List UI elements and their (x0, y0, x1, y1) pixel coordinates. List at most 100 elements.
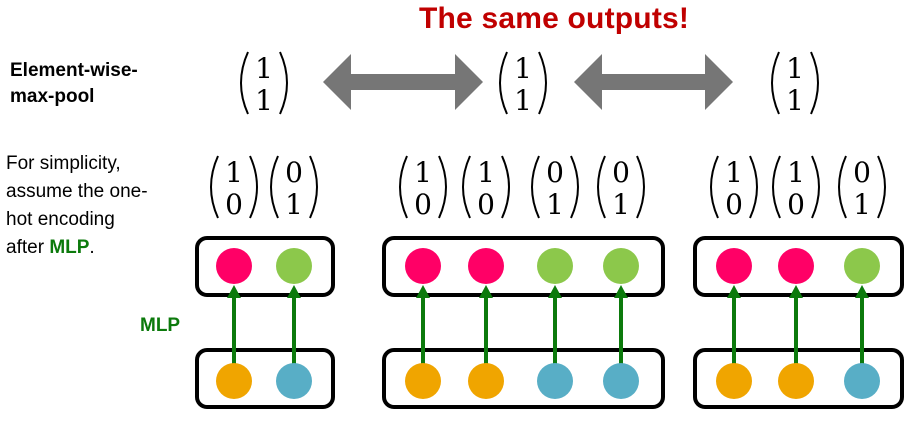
right-paren (636, 155, 645, 219)
one-hot-encoding-vector: 01 (597, 155, 645, 221)
input-node-orange (716, 363, 752, 399)
vector-top-entry: 0 (612, 156, 630, 189)
output-node-red (468, 248, 504, 284)
note-line-1: For simplicity, (6, 153, 121, 174)
vector-top-entry: 0 (546, 156, 564, 189)
input-node-blue (603, 363, 639, 399)
right-paren (877, 155, 886, 219)
vector-top-entry: 0 (853, 156, 871, 189)
left-paren (270, 155, 279, 219)
one-hot-encoding-vector: 01 (531, 155, 579, 221)
mlp-arrow-head-icon (287, 285, 301, 298)
left-paren (838, 155, 847, 219)
output-node-green (276, 248, 312, 284)
vector-bottom-entry: 0 (414, 188, 432, 221)
vector-bottom-entry: 1 (786, 84, 804, 117)
one-hot-encoding-vector: 01 (838, 155, 886, 221)
mlp-arrow-head-icon (727, 285, 741, 298)
output-node-red (716, 248, 752, 284)
input-node-orange (216, 363, 252, 399)
input-set-box (195, 348, 335, 409)
input-node-orange (778, 363, 814, 399)
mlp-arrow-head-icon (548, 285, 562, 298)
left-paren (240, 51, 249, 115)
left-paren (210, 155, 219, 219)
left-paren (772, 155, 781, 219)
vector-bottom-entry: 0 (725, 188, 743, 221)
one-hot-encoding-vector: 01 (270, 155, 318, 221)
one-hot-encoding-vector: 10 (462, 155, 510, 221)
vector-bottom-entry: 1 (612, 188, 630, 221)
note-line-2: assume the one- (6, 181, 148, 202)
left-paren (499, 51, 508, 115)
output-set-box (195, 236, 335, 297)
vector-bottom-entry: 0 (477, 188, 495, 221)
vector-top-entry: 1 (477, 156, 495, 189)
note-line-3: hot encoding (6, 209, 115, 230)
mlp-arrow-head-icon (789, 285, 803, 298)
left-paren (462, 155, 471, 219)
note-line-4: after MLP. (6, 234, 148, 262)
right-paren (309, 155, 318, 219)
left-paren (399, 155, 408, 219)
vector-top-entry: 1 (255, 52, 273, 85)
left-paren (531, 155, 540, 219)
vector-top-entry: 1 (225, 156, 243, 189)
right-paren (279, 51, 288, 115)
output-node-red (405, 248, 441, 284)
vector-top-entry: 1 (725, 156, 743, 189)
note-mlp-emphasis: MLP (49, 237, 90, 258)
vector-top-entry: 1 (514, 52, 532, 85)
one-hot-encoding-vector: 10 (399, 155, 447, 221)
vector-top-entry: 1 (786, 52, 804, 85)
input-set-box (382, 348, 665, 409)
mlp-arrow-head-icon (855, 285, 869, 298)
right-paren (438, 155, 447, 219)
pooled-output-vector-1: 11 (240, 51, 288, 117)
vector-bottom-entry: 1 (546, 188, 564, 221)
one-hot-encoding-vector: 10 (710, 155, 758, 221)
vector-bottom-entry: 0 (787, 188, 805, 221)
pooled-output-vector-3: 11 (771, 51, 819, 117)
output-set-box (382, 236, 665, 297)
right-paren (811, 155, 820, 219)
left-paren (710, 155, 719, 219)
vector-top-entry: 1 (414, 156, 432, 189)
mlp-arrow-head-icon (227, 285, 241, 298)
right-paren (538, 51, 547, 115)
output-node-red (216, 248, 252, 284)
pooled-output-vector-2: 11 (499, 51, 547, 117)
note-prefix: after (6, 237, 50, 258)
input-node-orange (405, 363, 441, 399)
simplicity-note: For simplicity, assume the one- hot enco… (6, 150, 148, 262)
element-wise-max-pool-label: Element-wise- max-pool (10, 58, 138, 110)
input-node-orange (468, 363, 504, 399)
vector-bottom-entry: 1 (514, 84, 532, 117)
right-paren (810, 51, 819, 115)
mlp-arrow-head-icon (416, 285, 430, 298)
input-node-blue (844, 363, 880, 399)
right-paren (570, 155, 579, 219)
group-set-c (693, 236, 904, 409)
pool-label-line-2: max-pool (10, 86, 95, 107)
right-paren (749, 155, 758, 219)
input-set-box (693, 348, 904, 409)
vector-top-entry: 0 (285, 156, 303, 189)
group-set-b (382, 236, 665, 409)
right-paren (249, 155, 258, 219)
pool-label-line-1: Element-wise- (10, 60, 138, 81)
double-arrow-icon (323, 54, 483, 110)
left-paren (771, 51, 780, 115)
output-node-green (844, 248, 880, 284)
mlp-label: MLP (140, 315, 181, 336)
one-hot-encoding-vector: 10 (210, 155, 258, 221)
double-arrow-icon (574, 54, 733, 110)
output-node-red (778, 248, 814, 284)
same-outputs-title: The same outputs! (419, 2, 690, 35)
right-paren (501, 155, 510, 219)
input-node-blue (537, 363, 573, 399)
group-set-a (195, 236, 335, 409)
mlp-arrow-head-icon (614, 285, 628, 298)
vector-top-entry: 1 (787, 156, 805, 189)
